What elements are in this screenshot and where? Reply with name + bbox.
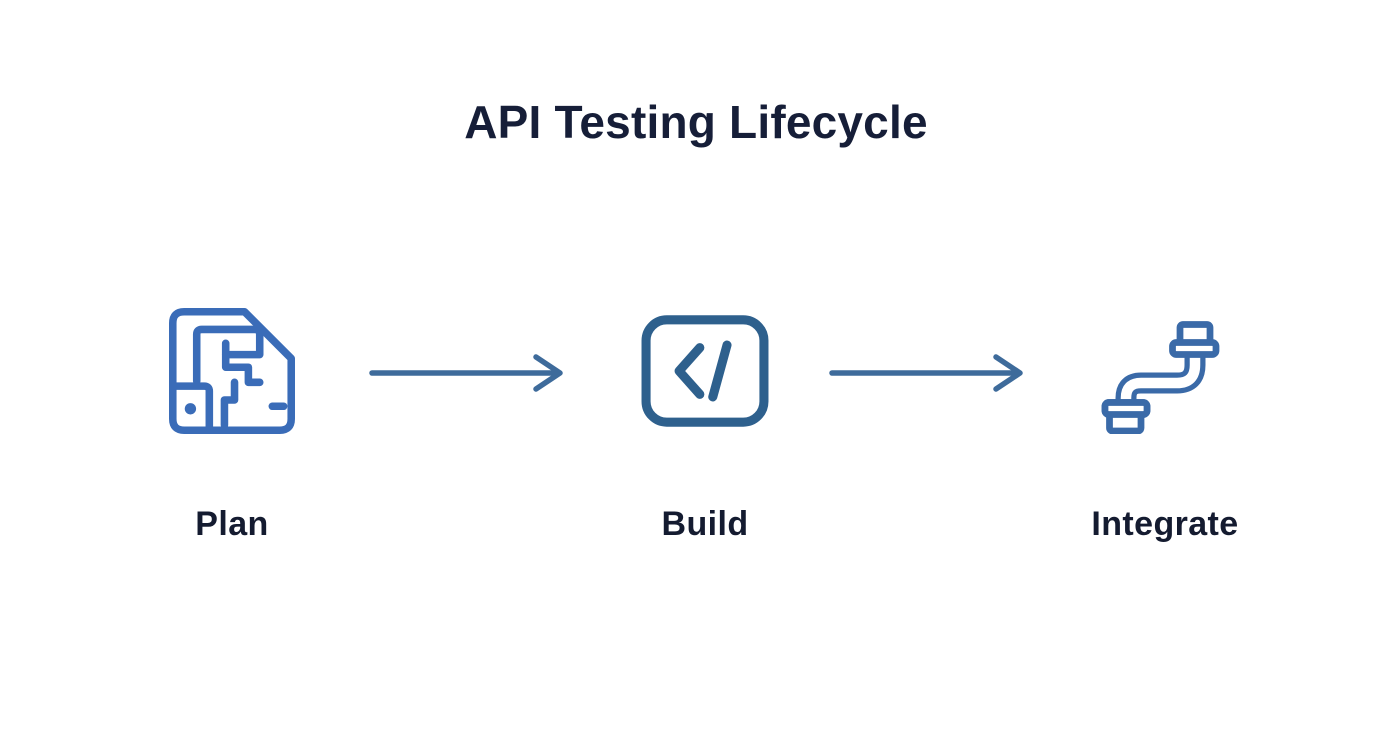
blueprint-document-icon	[169, 298, 295, 443]
arrow-right-icon	[366, 352, 570, 394]
pipe-icon	[1090, 298, 1240, 443]
arrow-right-icon	[826, 352, 1030, 394]
step-plan: Plan	[82, 298, 382, 544]
code-icon	[640, 298, 770, 443]
step-label-plan: Plan	[195, 505, 269, 543]
step-integrate: Integrate	[1015, 298, 1315, 544]
step-build: Build	[555, 298, 855, 544]
step-label-build: Build	[661, 505, 749, 543]
diagram-title: API Testing Lifecycle	[464, 96, 928, 148]
step-label-integrate: Integrate	[1091, 505, 1239, 543]
